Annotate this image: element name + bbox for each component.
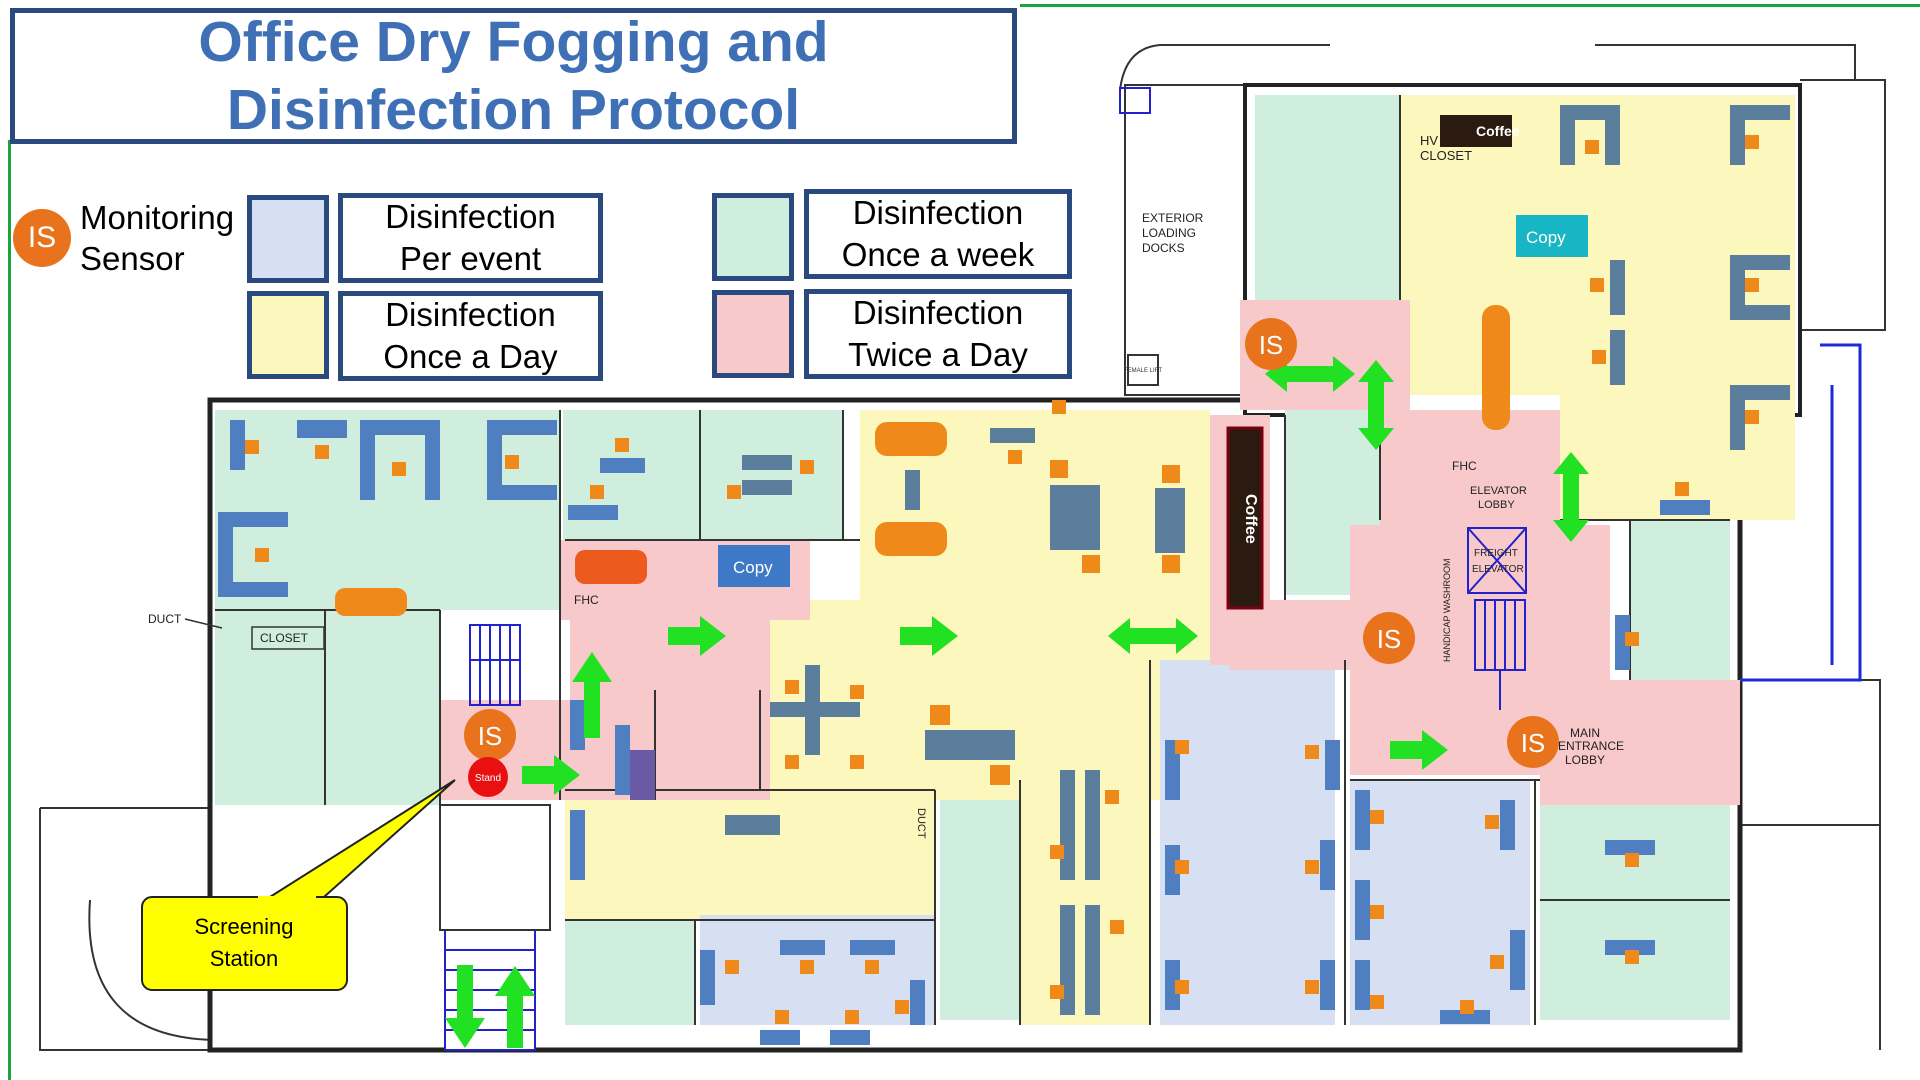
screening-stand: Stand [468,757,508,797]
stairs-right [1474,599,1526,710]
furniture-gray [725,105,1790,1015]
vestibule [439,804,551,931]
furniture-orange [245,135,1759,1024]
elevator-lobby-label-2: LOBBY [1478,499,1515,511]
sensors: IS IS IS IS [464,318,1559,768]
female-lift-box [1127,354,1159,386]
closet-left-label: CLOSET [260,631,309,645]
legend-daily-line1: Disinfection [385,296,556,333]
legend-swatch-weekly [712,193,794,281]
closet-top-label: CLOSET [1420,148,1472,163]
coffee-top-label: Coffee [1476,123,1520,139]
freight-label-1: FREIGHT [1474,548,1518,559]
flow-arrows [445,356,1589,1048]
exterior-label-1: EXTERIOR [1142,211,1204,225]
handicap-washroom-label: HANDICAP WASHROOM [1442,558,1452,662]
legend-twice-line2: Twice a Day [848,336,1028,373]
arrow-down-bottom [445,965,485,1048]
legend-twice-line1: Disinfection [852,294,1024,331]
freight-elevator [1467,527,1527,594]
duct-left-label: DUCT [148,612,182,626]
arrow-up-bottom [495,966,535,1048]
frame-left-line [8,140,11,1080]
legend-weekly-line2: Once a week [841,236,1035,273]
legend-swatch-per-event [247,195,329,283]
main-entrance-label-2: ENTRANCE [1558,739,1624,753]
closet-left-box [251,626,325,650]
coffee-mid-label: Coffee [1242,494,1259,544]
sensor-2-label: IS [1259,330,1284,360]
fhc-right-label: FHC [1452,459,1477,473]
callout-line-2: Station [210,946,279,971]
legend-swatch-twice-daily [712,290,794,378]
exterior-label-2: LOADING [1142,226,1196,240]
title-line-2: Disinfection Protocol [226,78,801,142]
copy-top-label: Copy [1526,228,1566,247]
furniture-blue [218,420,1710,1045]
duct-mid-label: DUCT [915,808,927,839]
sensor-1-label: IS [478,721,503,751]
legend-sensor-label-1: Monitoring [80,199,235,236]
sensor-1: IS [464,709,516,761]
sensor-3: IS [1363,612,1415,664]
coffee-bar-mid [1226,426,1264,610]
exterior-label-3: DOCKS [1142,241,1185,255]
freight-label-2: ELEVATOR [1472,564,1524,575]
hv-label: HV [1420,133,1438,148]
zones-daily [565,95,1795,1025]
legend-per-event-line1: Disinfection [385,198,556,235]
legend-sensor-icon: IS [13,209,71,267]
frame-top-line [1020,4,1920,7]
legend-daily-line2: Once a Day [383,338,558,375]
stand-label: Stand [475,773,501,784]
main-entrance-label-3: LOBBY [1565,753,1605,767]
callout-line-1: Screening [194,914,293,939]
stairs-left [469,624,521,706]
main-entrance-label-1: MAIN [1570,726,1600,740]
dock-grille [1119,87,1151,114]
screening-callout: Screening Station [141,779,456,991]
title-line-1: Office Dry Fogging and [198,10,829,74]
copy-mid-label: Copy [733,558,773,577]
sensor-3-label: IS [1377,624,1402,654]
legend-per-event-line2: Per event [399,240,542,277]
coffee-bar-top [1440,115,1512,147]
legend-sensor-label-2: Sensor [80,240,185,277]
duct-leader [184,618,223,629]
legend-swatch-daily [247,291,329,379]
copy-station-top [1516,215,1588,257]
arrow-up-left [572,652,612,738]
fhc-left-label: FHC [574,593,599,607]
title-box: Office Dry Fogging and Disinfection Prot… [10,8,1017,144]
copy-station-mid [718,545,790,587]
conduit [1740,343,1862,682]
elevator-lobby-label-1: ELEVATOR [1470,485,1527,497]
sensor-4-label: IS [1521,728,1546,758]
sensor-2: IS [1245,318,1297,370]
legend-weekly-line1: Disinfection [852,194,1024,231]
sensor-4: IS [1507,716,1559,768]
zones-per-event [700,455,1530,1025]
female-lift-label: FEMALE LIFT [1124,368,1162,374]
